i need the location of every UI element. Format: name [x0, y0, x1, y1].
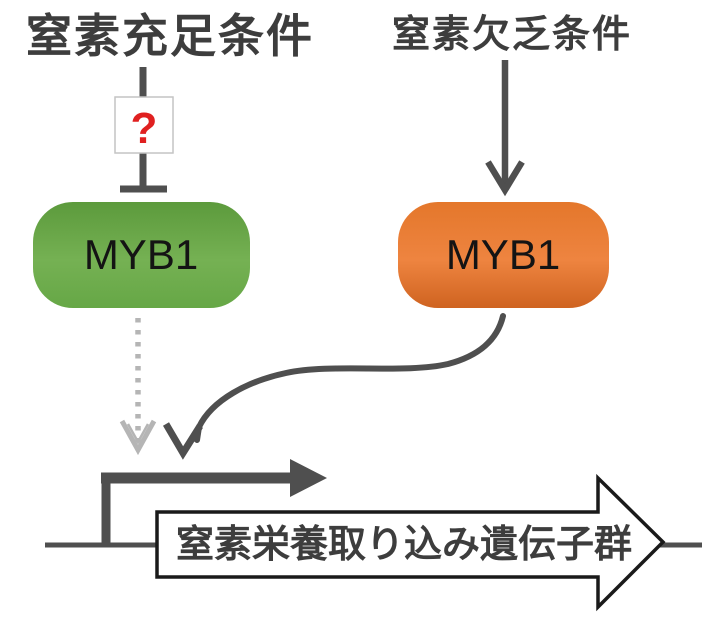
- dotted-arrow-head: [119, 419, 157, 456]
- myb1-sufficient-label: MYB1: [84, 231, 198, 278]
- curved-activation-arrow-head: [162, 422, 203, 460]
- activation-arrow-head: [485, 160, 525, 197]
- myb1-sufficient-pill: [33, 202, 250, 308]
- question-box: [114, 96, 174, 154]
- promoter-arrow-head: [290, 459, 327, 497]
- myb1-deficient-pill: [398, 202, 609, 308]
- myb1-deficient-label: MYB1: [446, 231, 560, 278]
- gene-group-label: 窒素栄養取り込み遺伝子群: [176, 524, 632, 566]
- question-mark: ?: [131, 104, 158, 153]
- nitrogen-sufficient-label: 窒素充足条件: [26, 10, 314, 62]
- curved-activation-arrow: [194, 313, 506, 443]
- nitrogen-deficient-label: 窒素欠乏条件: [392, 13, 632, 56]
- gene-block-arrow: [155, 473, 666, 612]
- dotted-arrow-head-inner: [126, 423, 150, 445]
